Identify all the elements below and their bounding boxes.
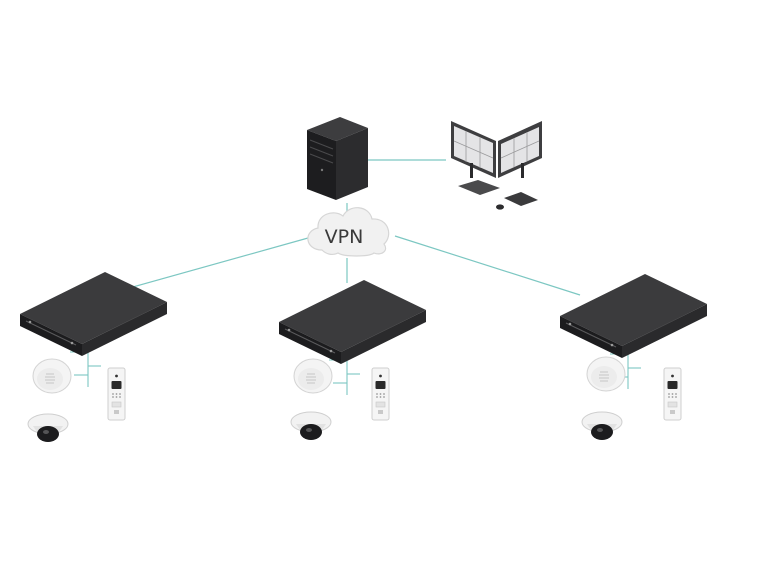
link-cloud-site-right bbox=[394, 235, 581, 296]
dome-camera-icon bbox=[27, 413, 69, 443]
door-station-icon bbox=[663, 367, 682, 421]
link-cloud-site-left bbox=[121, 237, 309, 291]
vpn-label: VPN bbox=[325, 226, 364, 248]
ceiling-sensor-icon bbox=[293, 358, 333, 394]
monitor-left bbox=[451, 121, 496, 178]
door-station-icon bbox=[107, 367, 126, 421]
cloud-icon: VPN bbox=[307, 207, 390, 257]
dual-monitor-workstation-icon bbox=[451, 121, 542, 210]
rack-recorder-icon bbox=[559, 273, 708, 359]
monitor-right bbox=[498, 121, 542, 178]
site-center bbox=[278, 279, 427, 441]
network-links bbox=[121, 159, 581, 296]
rack-recorder-icon bbox=[19, 271, 168, 357]
site-right bbox=[559, 273, 708, 441]
dome-camera-icon bbox=[290, 411, 332, 441]
door-station-icon bbox=[371, 367, 390, 421]
dome-camera-icon bbox=[581, 411, 623, 441]
monitor-stands bbox=[470, 163, 524, 178]
rack-recorder-icon bbox=[278, 279, 427, 365]
ceiling-sensor-icon bbox=[32, 358, 72, 394]
site-left bbox=[19, 271, 168, 443]
mouse-icon bbox=[496, 204, 504, 210]
workstation-base bbox=[504, 192, 538, 206]
tower-server-icon bbox=[307, 117, 368, 200]
keyboard-icon bbox=[458, 180, 500, 195]
ceiling-sensor-icon bbox=[586, 356, 626, 392]
